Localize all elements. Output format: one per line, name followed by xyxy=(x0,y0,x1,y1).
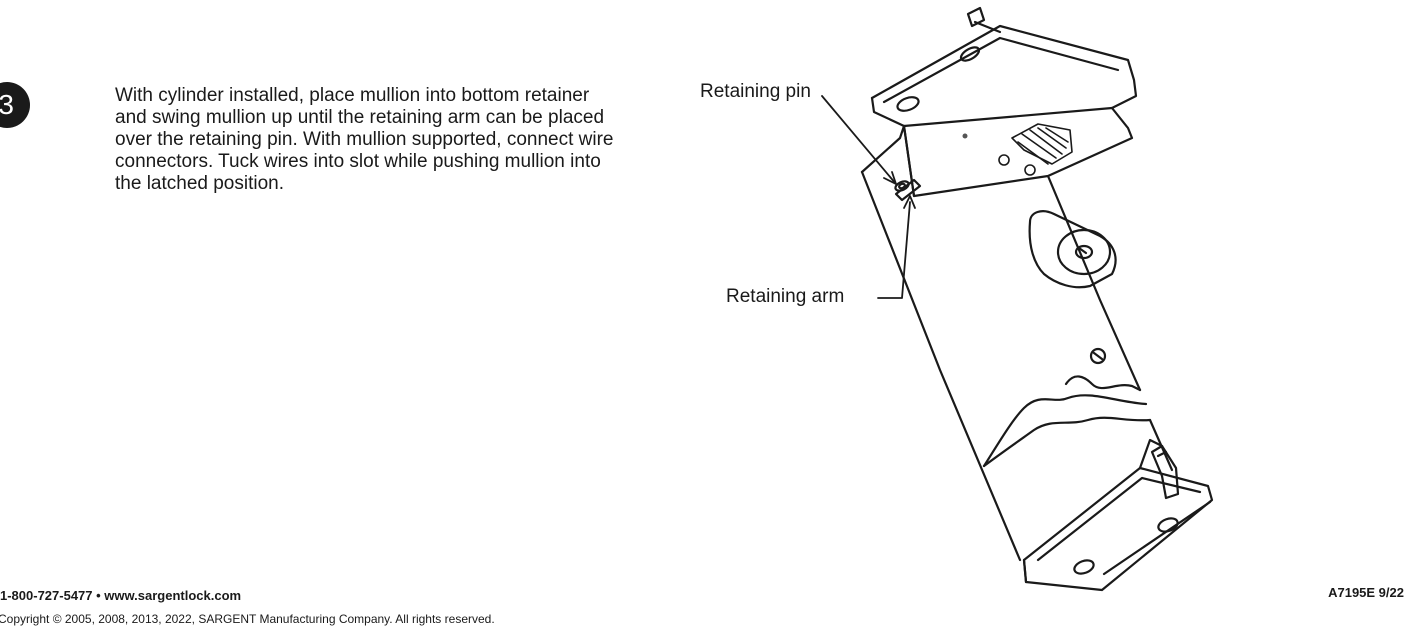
label-retaining-arm: Retaining arm xyxy=(726,286,845,307)
step-instructions: With cylinder installed, place mullion i… xyxy=(115,85,614,194)
bracket-screw xyxy=(962,133,968,139)
footer-document-code: A7195E 9/22 xyxy=(1328,585,1404,600)
body-screw xyxy=(1089,347,1107,365)
cylinder xyxy=(1028,210,1117,289)
retaining-arm xyxy=(894,178,922,202)
footer-contact: 1-800-727-5477 • www.sargentlock.com xyxy=(0,588,242,603)
latch-screw-a xyxy=(998,154,1010,166)
bracket-hole-left xyxy=(896,96,920,112)
mullion-body xyxy=(860,124,1174,562)
bottom-hole-b xyxy=(1157,517,1179,533)
label-retaining-pin: Retaining pin xyxy=(700,81,811,102)
latch-screw-b xyxy=(1024,164,1036,176)
bottom-bracket xyxy=(1022,438,1214,592)
leader-line-pin xyxy=(821,95,897,185)
latch-mechanism xyxy=(998,123,1073,176)
footer-copyright: Copyright © 2005, 2008, 2013, 2022, SARG… xyxy=(0,612,495,626)
step-number: 3 xyxy=(0,89,14,120)
bracket-hole-top xyxy=(959,46,981,62)
top-pin xyxy=(966,6,1002,34)
break-line-upper xyxy=(1064,375,1142,392)
leader-line-arm xyxy=(877,195,916,299)
bottom-hole-a xyxy=(1073,559,1095,575)
break-line-lower xyxy=(982,394,1148,468)
top-bracket xyxy=(870,24,1138,198)
